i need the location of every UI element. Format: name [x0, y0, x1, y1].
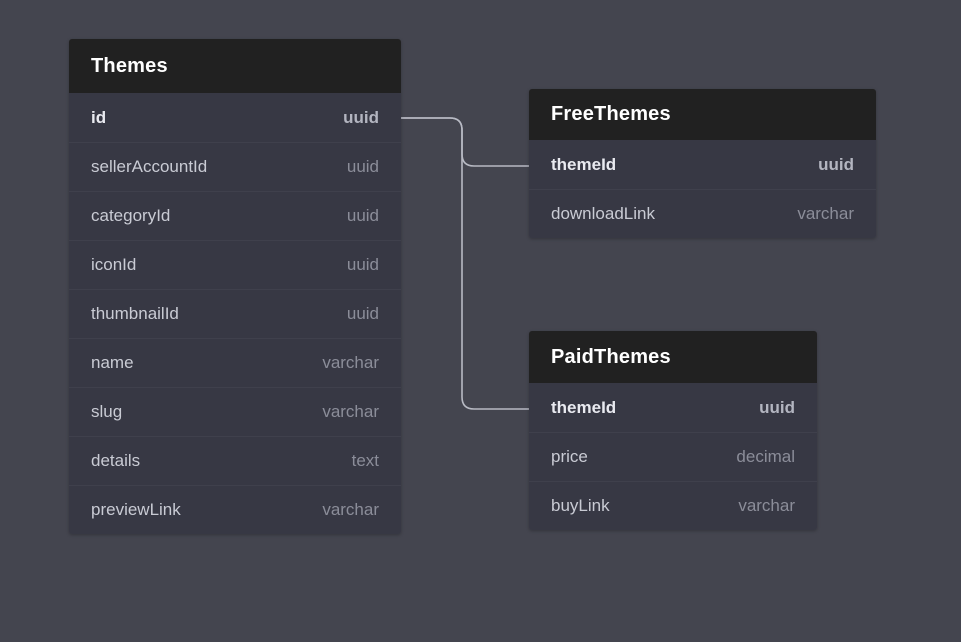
field-name: buyLink — [551, 496, 610, 515]
field-name: price — [551, 447, 588, 466]
field-name: previewLink — [91, 500, 181, 519]
field-name: themeId — [551, 154, 617, 174]
field-type: varchar — [322, 500, 379, 519]
field-row[interactable]: id uuid — [69, 93, 401, 142]
field-row[interactable]: name varchar — [69, 338, 401, 387]
field-type: uuid — [818, 154, 854, 174]
field-type: varchar — [797, 204, 854, 223]
entity-table-paidthemes[interactable]: PaidThemes themeId uuid price decimal bu… — [529, 331, 817, 530]
field-row[interactable]: sellerAccountId uuid — [69, 142, 401, 191]
entity-fields-freethemes: themeId uuid downloadLink varchar — [529, 140, 876, 238]
field-name: name — [91, 353, 134, 372]
field-name: themeId — [551, 397, 617, 417]
field-row[interactable]: slug varchar — [69, 387, 401, 436]
field-name: slug — [91, 402, 123, 421]
entity-fields-themes: id uuid sellerAccountId uuid categoryId … — [69, 93, 401, 534]
field-type: uuid — [346, 304, 379, 323]
field-name: id — [91, 107, 107, 127]
field-type: uuid — [343, 107, 379, 127]
field-name: thumbnailId — [91, 304, 179, 323]
field-row[interactable]: details text — [69, 436, 401, 485]
field-type: varchar — [322, 402, 379, 421]
field-row[interactable]: thumbnailId uuid — [69, 289, 401, 338]
field-row[interactable]: buyLink varchar — [529, 481, 817, 530]
field-type: uuid — [346, 255, 379, 274]
field-row[interactable]: categoryId uuid — [69, 191, 401, 240]
field-row[interactable]: themeId uuid — [529, 383, 817, 432]
entity-title: PaidThemes — [551, 345, 671, 368]
field-name: details — [91, 451, 141, 470]
field-row[interactable]: themeId uuid — [529, 140, 876, 189]
field-type: varchar — [738, 496, 795, 515]
field-type: uuid — [346, 206, 379, 225]
field-name: iconId — [91, 255, 137, 274]
field-type: uuid — [346, 157, 379, 176]
entity-header-paidthemes[interactable]: PaidThemes — [529, 331, 817, 383]
field-type: text — [351, 451, 379, 470]
field-row[interactable]: previewLink varchar — [69, 485, 401, 534]
field-type: varchar — [322, 353, 379, 372]
field-type: uuid — [759, 397, 795, 417]
field-name: sellerAccountId — [91, 157, 208, 176]
field-row[interactable]: iconId uuid — [69, 240, 401, 289]
entity-title: Themes — [91, 54, 168, 77]
field-row[interactable]: price decimal — [529, 432, 817, 481]
connector-themes-to-paidthemes — [400, 117, 530, 410]
entity-header-freethemes[interactable]: FreeThemes — [529, 89, 876, 140]
field-name: categoryId — [91, 206, 171, 225]
connector-themes-to-freethemes — [400, 117, 530, 167]
entity-title: FreeThemes — [551, 103, 671, 125]
field-row[interactable]: downloadLink varchar — [529, 189, 876, 238]
entity-fields-paidthemes: themeId uuid price decimal buyLink varch… — [529, 383, 817, 530]
field-name: downloadLink — [551, 204, 655, 223]
entity-table-themes[interactable]: Themes id uuid sellerAccountId uuid cate… — [69, 39, 401, 534]
entity-table-freethemes[interactable]: FreeThemes themeId uuid downloadLink var… — [529, 89, 876, 238]
entity-header-themes[interactable]: Themes — [69, 39, 401, 93]
field-type: decimal — [736, 447, 795, 466]
